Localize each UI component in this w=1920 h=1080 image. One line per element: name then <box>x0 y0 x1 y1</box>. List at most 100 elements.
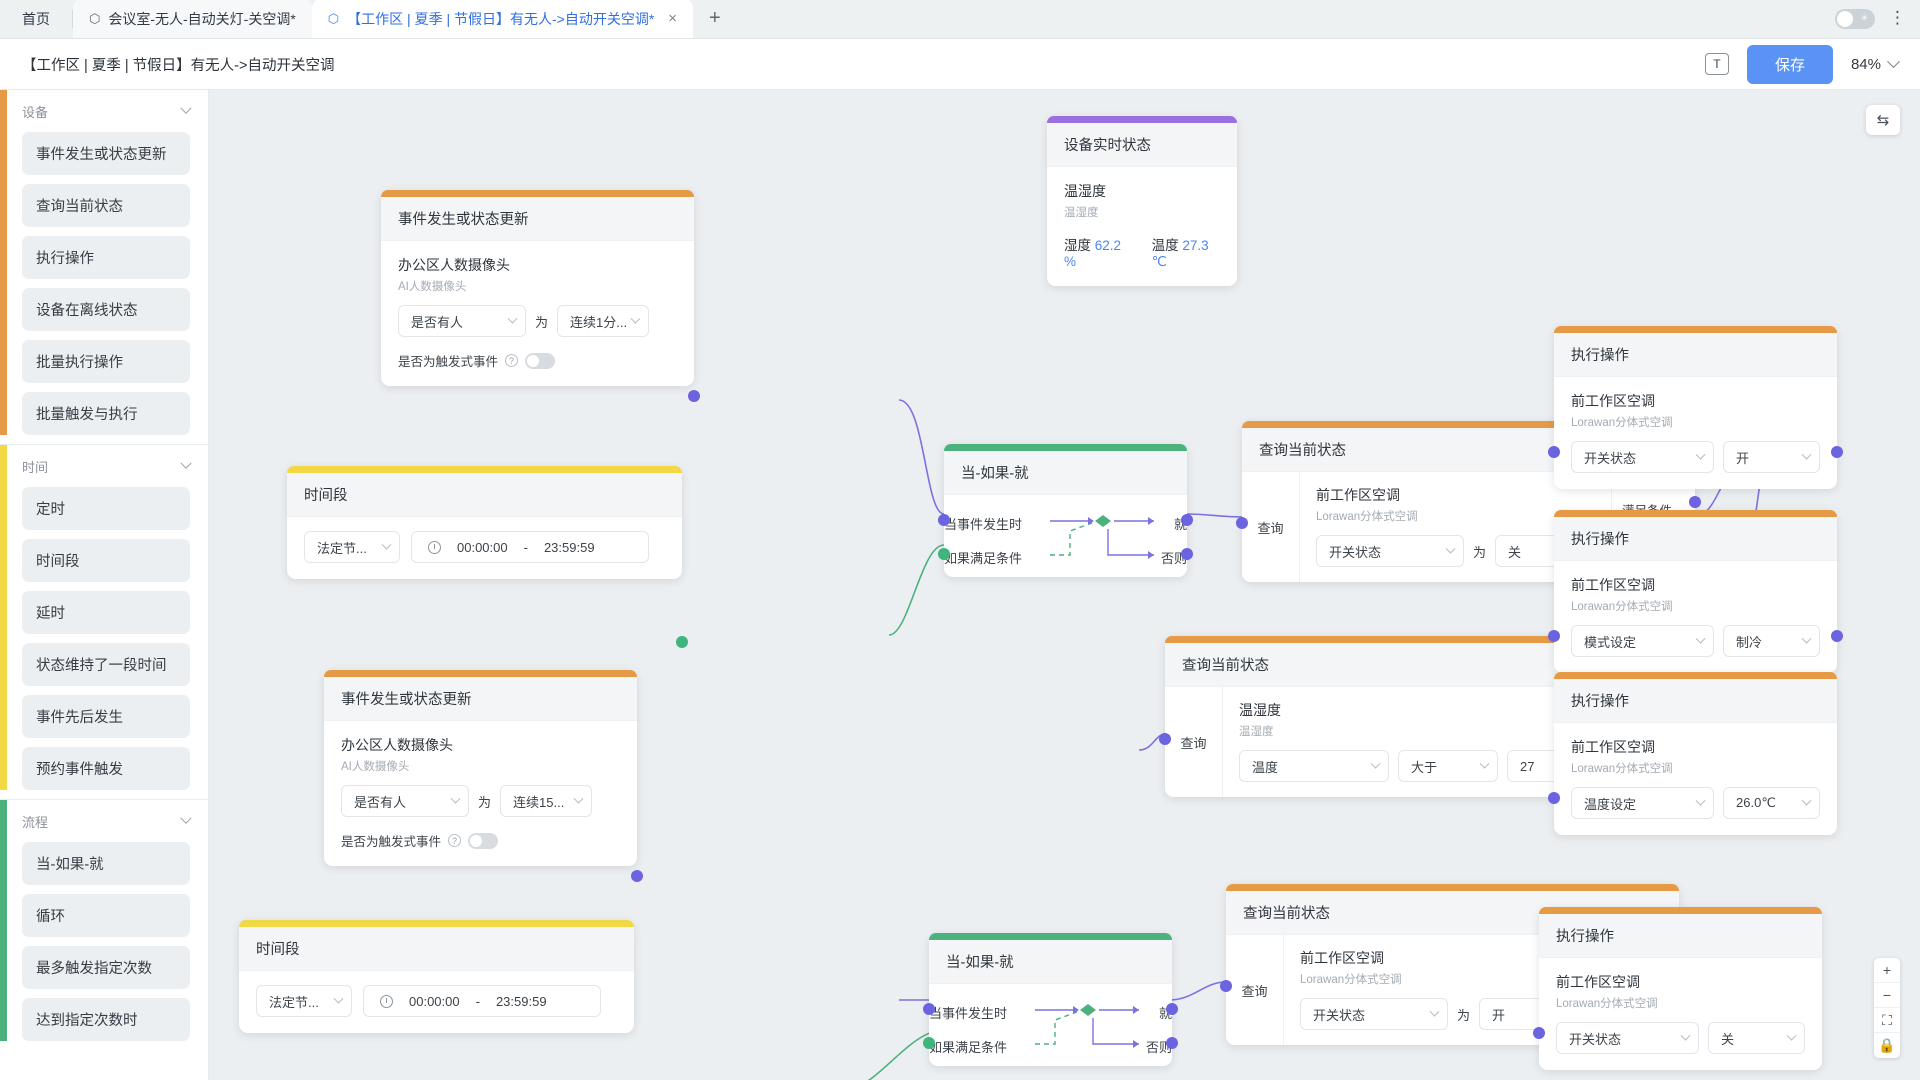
input-port-condition[interactable] <box>938 548 950 560</box>
day-type-select[interactable]: 法定节... <box>304 531 400 563</box>
sidebar-item-schedule[interactable]: 定时 <box>22 487 190 530</box>
field-select[interactable]: 开关状态 <box>1571 441 1715 473</box>
condition-row: 是否有人 为 连续15... <box>341 785 620 817</box>
sidebar-item-when-if-then[interactable]: 当-如果-就 <box>22 842 190 885</box>
input-port-event[interactable] <box>923 1003 935 1015</box>
field-select[interactable]: 温度设定 <box>1571 787 1715 819</box>
time-range-input[interactable]: 00:00:00 - 23:59:59 <box>411 531 649 563</box>
flow-canvas[interactable]: 设备实时状态 温湿度 温湿度 湿度 62.2 % 温度 27.3 ℃ 事件发生或… <box>209 90 1920 1080</box>
tab-meeting-room[interactable]: ⬡ 会议室-无人-自动关灯-关空调* <box>73 0 312 38</box>
node-title: 当-如果-就 <box>929 940 1172 984</box>
field-select[interactable]: 是否有人 <box>341 785 469 817</box>
sidebar-item-batch-action[interactable]: 批量执行操作 <box>22 340 190 383</box>
zoom-selector[interactable]: 84% <box>1851 54 1900 73</box>
input-port[interactable] <box>1548 630 1560 642</box>
sidebar-item-query-status[interactable]: 查询当前状态 <box>22 184 190 227</box>
help-icon[interactable]: ? <box>505 354 519 367</box>
fit-view-button[interactable]: ⛶ <box>1874 1008 1900 1033</box>
zoom-in-button[interactable]: + <box>1874 958 1900 983</box>
node-time-range-2[interactable]: 时间段 法定节... 00:00:00 - 23:59:59 <box>239 920 634 1033</box>
output-port[interactable] <box>688 390 700 402</box>
node-event-update-1[interactable]: 事件发生或状态更新 办公区人数摄像头 AI人数摄像头 是否有人 为 连续1分..… <box>381 190 700 402</box>
field-select[interactable]: 模式设定 <box>1571 625 1715 657</box>
sidebar-scroll[interactable]: 设备 事件发生或状态更新 查询当前状态 执行操作 设备在离线状态 批量执行操作 … <box>0 90 208 1080</box>
input-port[interactable] <box>1236 517 1248 529</box>
value-select[interactable]: 连续15... <box>500 785 593 817</box>
input-port[interactable] <box>1548 792 1560 804</box>
sidebar-item-reach-count[interactable]: 达到指定次数时 <box>22 998 190 1041</box>
sidebar-item-online-status[interactable]: 设备在离线状态 <box>22 288 190 331</box>
save-button[interactable]: 保存 <box>1746 44 1833 84</box>
node-when-if-then-1[interactable]: 当-如果-就 当事件发生时 如果满足条件 就 否则 <box>938 444 1193 577</box>
value-select[interactable]: 26.0℃ <box>1723 787 1820 819</box>
node-body: 法定节... 00:00:00 - 23:59:59 <box>239 971 634 1033</box>
node-action-4[interactable]: 执行操作 前工作区空调 Lorawan分体式空调 开关状态 关 <box>1533 907 1822 1070</box>
field-select[interactable]: 开关状态 <box>1300 998 1448 1030</box>
output-port[interactable] <box>676 636 688 648</box>
node-body: 温湿度 温湿度 湿度 62.2 % 温度 27.3 ℃ <box>1047 167 1237 286</box>
sidebar-item-action[interactable]: 执行操作 <box>22 236 190 279</box>
comparator-select[interactable]: 大于 <box>1398 750 1498 782</box>
tab-workzone-active[interactable]: ⬡ 【工作区 | 夏季 | 节假日】有无人->自动开关空调* × <box>311 0 694 38</box>
sidebar-item-scheduled-trigger[interactable]: 预约事件触发 <box>22 747 190 790</box>
node-when-if-then-2[interactable]: 当-如果-就 当事件发生时 如果满足条件 就 否则 <box>923 933 1178 1066</box>
zoom-out-button[interactable]: − <box>1874 983 1900 1008</box>
sidebar-item-event-update[interactable]: 事件发生或状态更新 <box>22 132 190 175</box>
node-device-realtime-status[interactable]: 设备实时状态 温湿度 温湿度 湿度 62.2 % 温度 27.3 ℃ <box>1047 116 1237 286</box>
node-event-update-2[interactable]: 事件发生或状态更新 办公区人数摄像头 AI人数摄像头 是否有人 为 连续15..… <box>324 670 643 882</box>
device-name: 前工作区空调 <box>1300 950 1384 966</box>
trigger-toggle[interactable] <box>525 352 556 369</box>
output-port-else[interactable] <box>1166 1037 1178 1049</box>
align-icon[interactable]: ⇆ <box>1866 105 1900 135</box>
close-icon[interactable]: × <box>668 10 678 27</box>
time-range-input[interactable]: 00:00:00 - 23:59:59 <box>363 985 601 1017</box>
field-select[interactable]: 温度 <box>1239 750 1389 782</box>
sidebar-item-time-range[interactable]: 时间段 <box>22 539 190 582</box>
input-port-condition[interactable] <box>923 1037 935 1049</box>
text-tool-icon[interactable]: T <box>1704 53 1729 75</box>
value-select[interactable]: 关 <box>1708 1022 1805 1054</box>
sidebar-group-header[interactable]: 设备 <box>0 90 208 132</box>
sidebar-item-max-trigger[interactable]: 最多触发指定次数 <box>22 946 190 989</box>
field-select[interactable]: 开关状态 <box>1316 535 1464 567</box>
sidebar-item-delay[interactable]: 延时 <box>22 591 190 634</box>
day-type-select[interactable]: 法定节... <box>256 985 352 1017</box>
tab-home[interactable]: 首页 <box>0 0 72 38</box>
value-select[interactable]: 开 <box>1723 441 1820 473</box>
output-port-then[interactable] <box>1166 1003 1178 1015</box>
input-port[interactable] <box>1159 733 1171 745</box>
node-action-1[interactable]: 执行操作 前工作区空调 Lorawan分体式空调 开关状态 开 <box>1548 326 1843 489</box>
output-port-then[interactable] <box>1181 514 1193 526</box>
lock-icon[interactable]: 🔒 <box>1878 1037 1896 1053</box>
node-action-3[interactable]: 执行操作 前工作区空调 Lorawan分体式空调 温度设定 26.0℃ <box>1548 672 1837 835</box>
input-port[interactable] <box>1548 446 1560 458</box>
output-port[interactable] <box>1831 446 1843 458</box>
sidebar-group-header[interactable]: 时间 <box>0 445 208 487</box>
node-action-2[interactable]: 执行操作 前工作区空调 Lorawan分体式空调 模式设定 制冷 <box>1548 510 1843 673</box>
output-port-else[interactable] <box>1181 548 1193 560</box>
field-select[interactable]: 是否有人 <box>398 305 526 337</box>
help-icon[interactable]: ? <box>448 834 462 847</box>
node-time-range-1[interactable]: 时间段 法定节... 00:00:00 - 23:59:59 <box>287 466 688 648</box>
value-select[interactable]: 连续1分... <box>557 305 650 337</box>
output-port[interactable] <box>1831 630 1843 642</box>
output-port[interactable] <box>631 870 643 882</box>
node-color-bar <box>1539 907 1822 914</box>
input-port[interactable] <box>1220 980 1232 992</box>
value-select[interactable]: 制冷 <box>1723 625 1820 657</box>
chevron-down-icon <box>1429 1006 1440 1017</box>
kebab-menu-icon[interactable]: ⋮ <box>1889 8 1906 28</box>
sidebar-item-state-hold[interactable]: 状态维持了一段时间 <box>22 643 190 686</box>
sidebar-item-batch-trigger[interactable]: 批量触发与执行 <box>22 392 190 435</box>
input-port[interactable] <box>1533 1027 1545 1039</box>
input-port-event[interactable] <box>938 514 950 526</box>
sidebar-item-loop[interactable]: 循环 <box>22 894 190 937</box>
if-output-else-label: 否则 <box>1145 1040 1172 1055</box>
theme-toggle[interactable]: ☀ <box>1835 8 1875 29</box>
trigger-toggle[interactable] <box>468 832 499 849</box>
new-tab-button[interactable]: + <box>709 7 721 29</box>
sidebar-group-header[interactable]: 流程 <box>0 800 208 842</box>
field-select[interactable]: 开关状态 <box>1556 1022 1700 1054</box>
output-port-true[interactable] <box>1689 496 1701 508</box>
sidebar-item-event-order[interactable]: 事件先后发生 <box>22 695 190 738</box>
